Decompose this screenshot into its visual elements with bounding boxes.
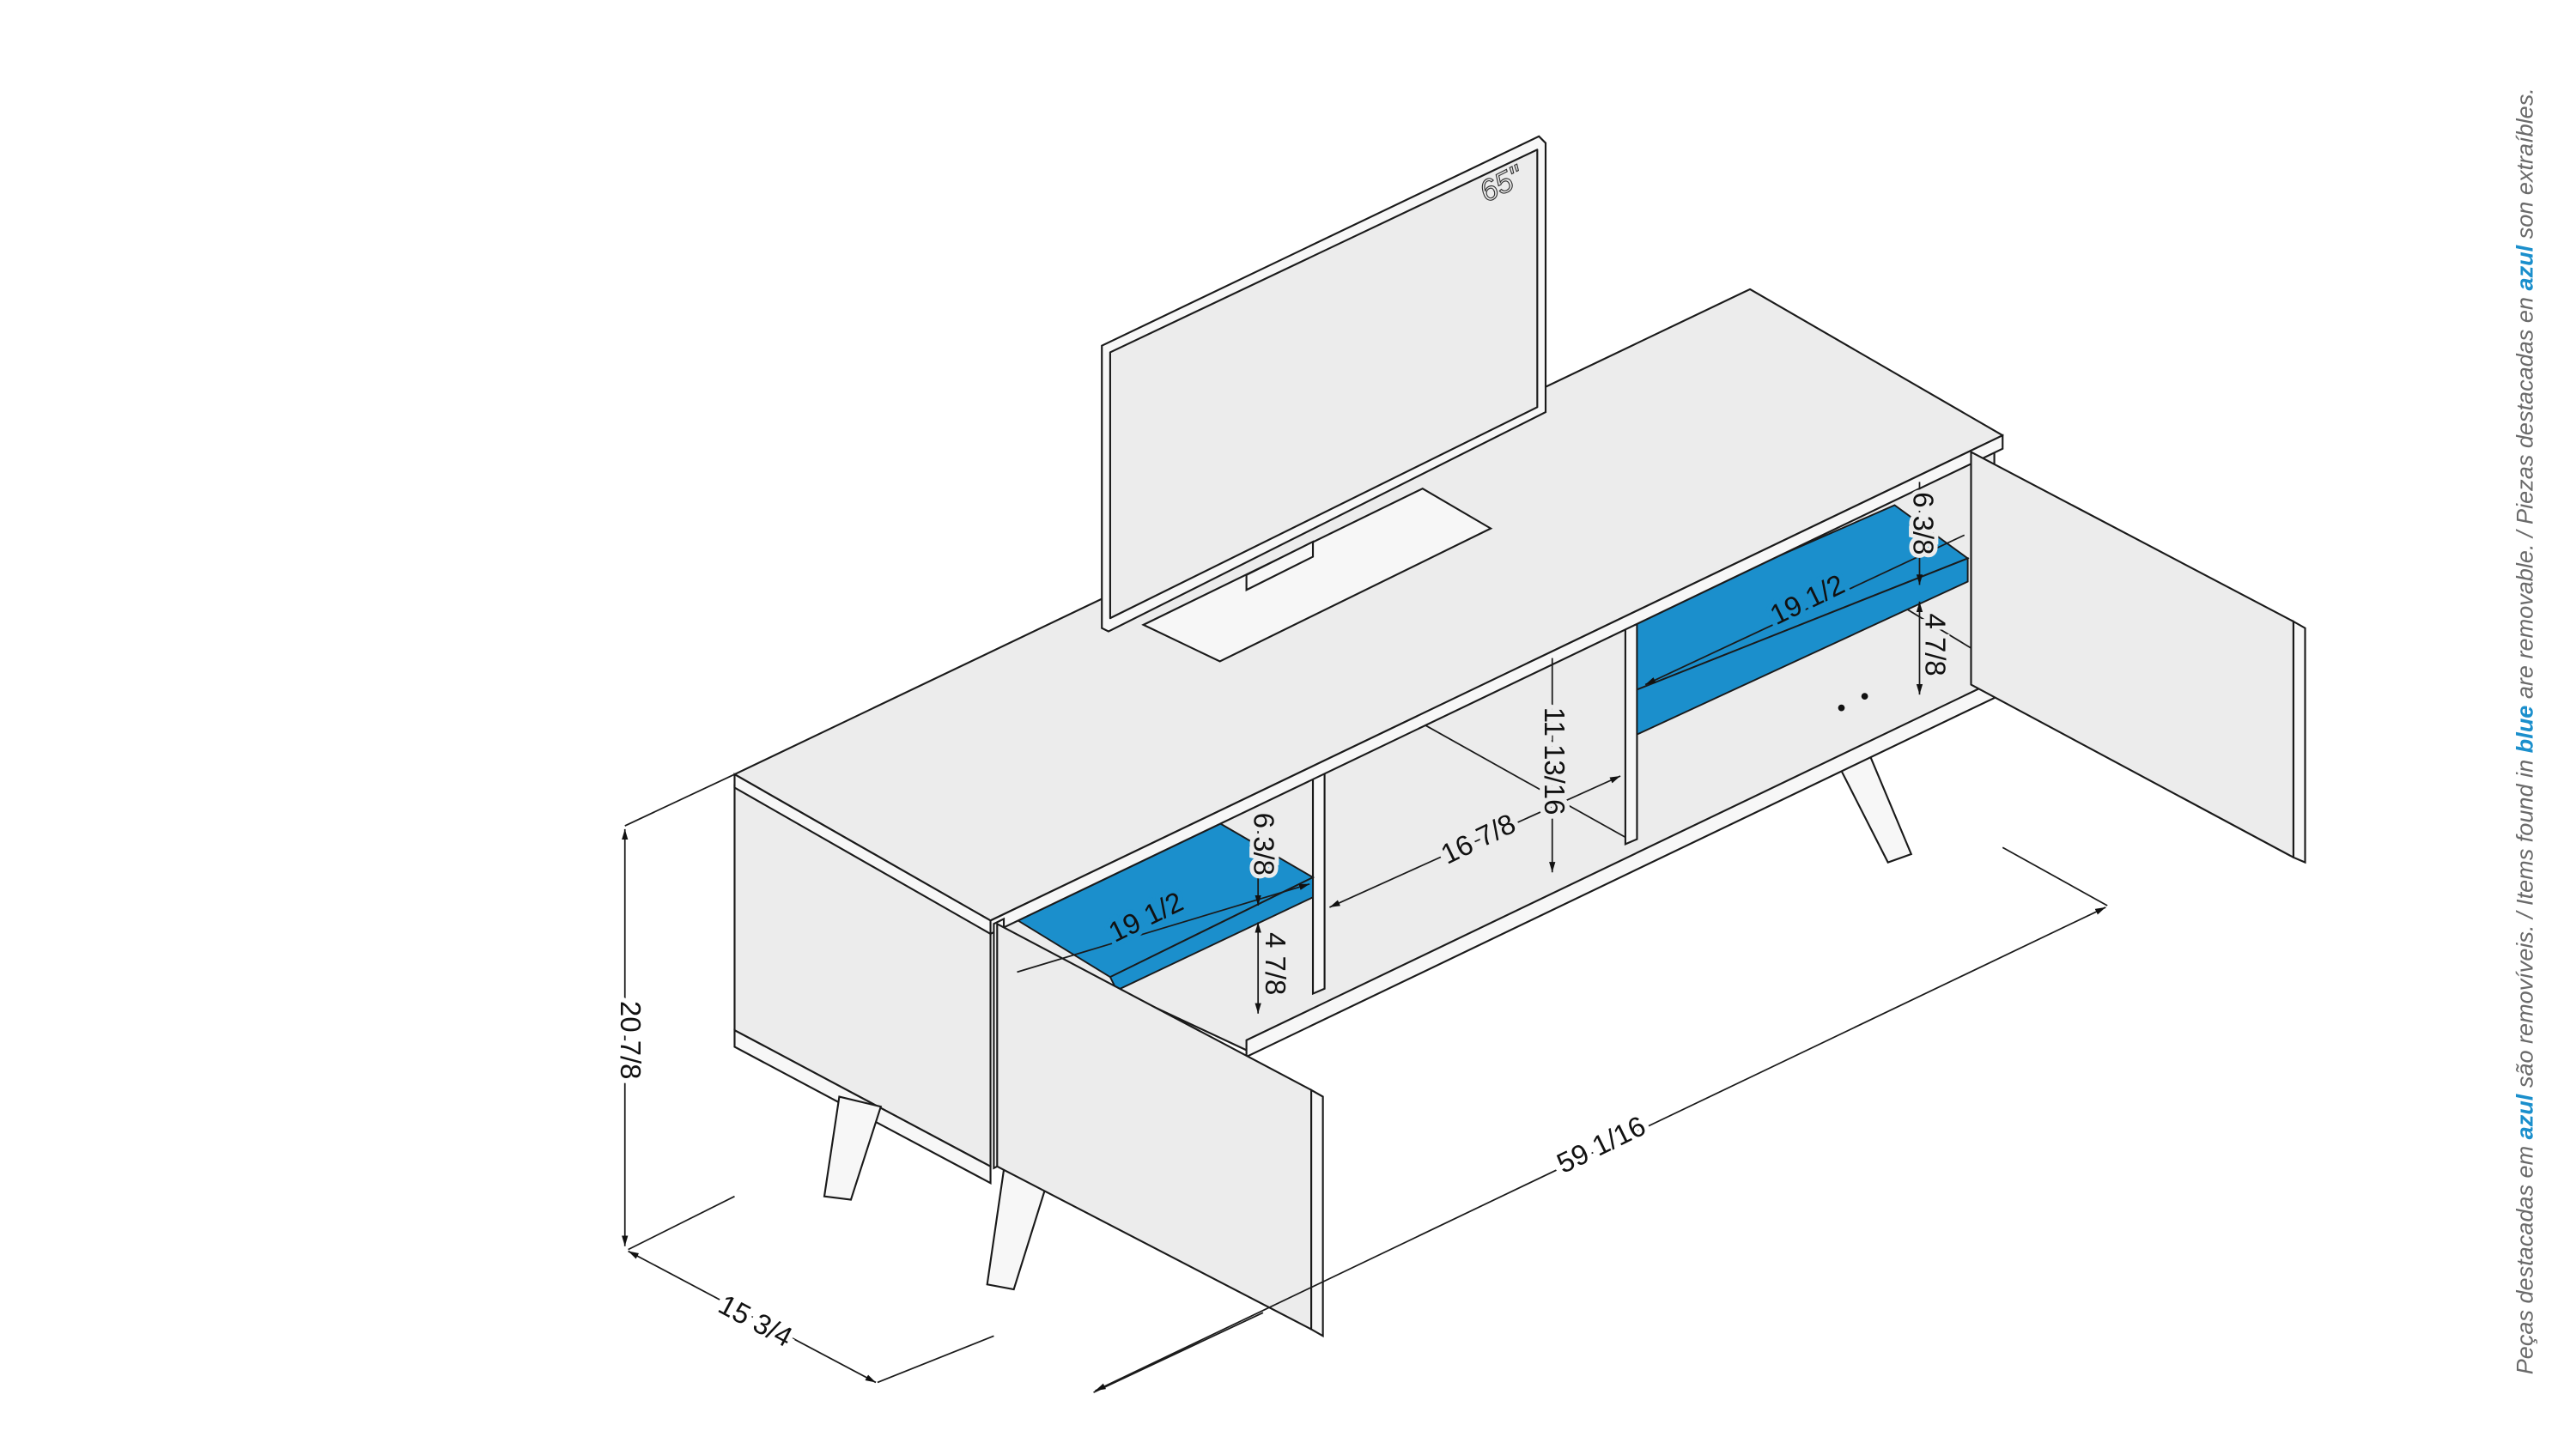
left-legs xyxy=(823,1095,1048,1291)
left-lower-height-label: 4 7/8 xyxy=(1260,932,1291,995)
television: 65" xyxy=(1101,135,1547,663)
removable-parts-note: Peças destacadas em azul são removíveis.… xyxy=(2512,88,2538,1374)
dimension-lines xyxy=(622,482,2108,1393)
center-height-label: 11 13/16 xyxy=(1539,707,1571,815)
width-label: 59 1/16 xyxy=(1552,1109,1650,1179)
right-lower-height-label: 4 7/8 xyxy=(1919,614,1951,676)
left-upper-height-label: 6 3/8 xyxy=(1248,813,1279,876)
height-label: 20 7/8 xyxy=(615,1001,647,1079)
tv-stand-base xyxy=(1141,487,1493,663)
right-door-open xyxy=(1970,451,2306,864)
right-removable-shelf xyxy=(1636,504,1970,737)
cabinet-top xyxy=(733,288,2004,936)
depth-label: 15 3/4 xyxy=(714,1288,798,1353)
right-upper-height-label: 6 3/8 xyxy=(1908,492,1940,555)
